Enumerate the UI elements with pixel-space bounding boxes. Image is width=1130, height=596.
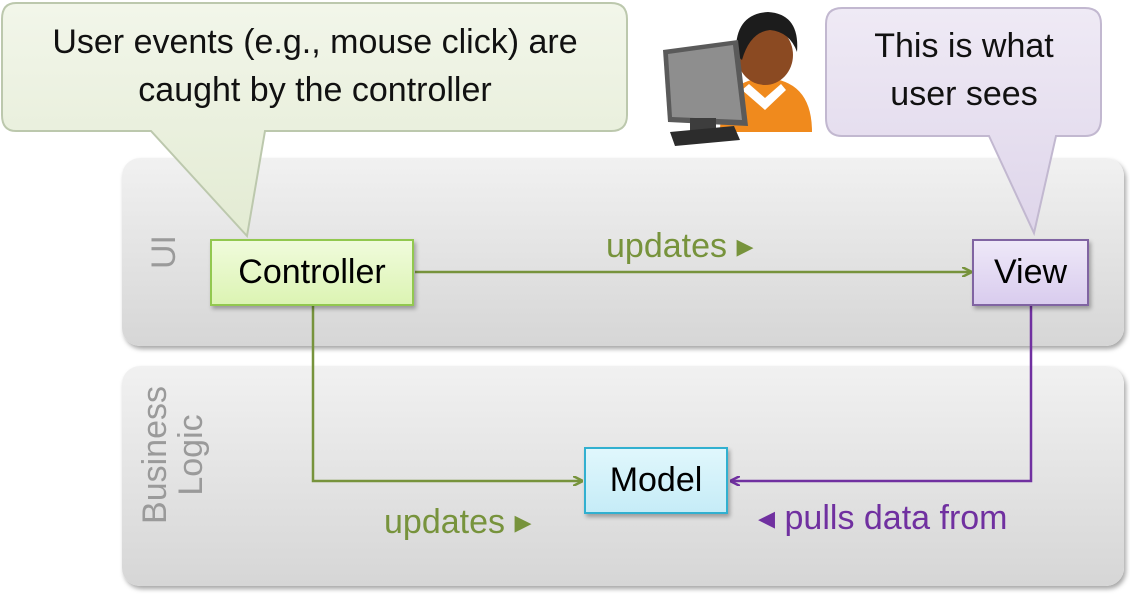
view-callout-bubble [825, 7, 1102, 237]
controller-to-view-label: updates ▸ [606, 227, 754, 265]
view-from-model-label: ◂ pulls data from [758, 499, 1008, 537]
view-callout-line1: This is what [874, 27, 1054, 65]
controller-to-model-label: updates ▸ [384, 503, 532, 541]
view-callout-text: This is what user sees [830, 22, 1098, 119]
user-at-computer-icon [663, 12, 812, 146]
view-to-model-arrow [731, 306, 1033, 481]
controller-callout-line1: User events (e.g., mouse click) are [52, 23, 578, 61]
controller-callout-line2: caught by the controller [138, 71, 492, 110]
view-callout-line2: user sees [890, 75, 1038, 114]
controller-callout-text: User events (e.g., mouse click) are caug… [10, 18, 620, 115]
model-node: Model [584, 447, 728, 514]
view-node: View [972, 239, 1089, 306]
controller-to-model-arrow [311, 306, 582, 481]
controller-callout-bubble [0, 2, 628, 239]
controller-node: Controller [210, 239, 414, 306]
